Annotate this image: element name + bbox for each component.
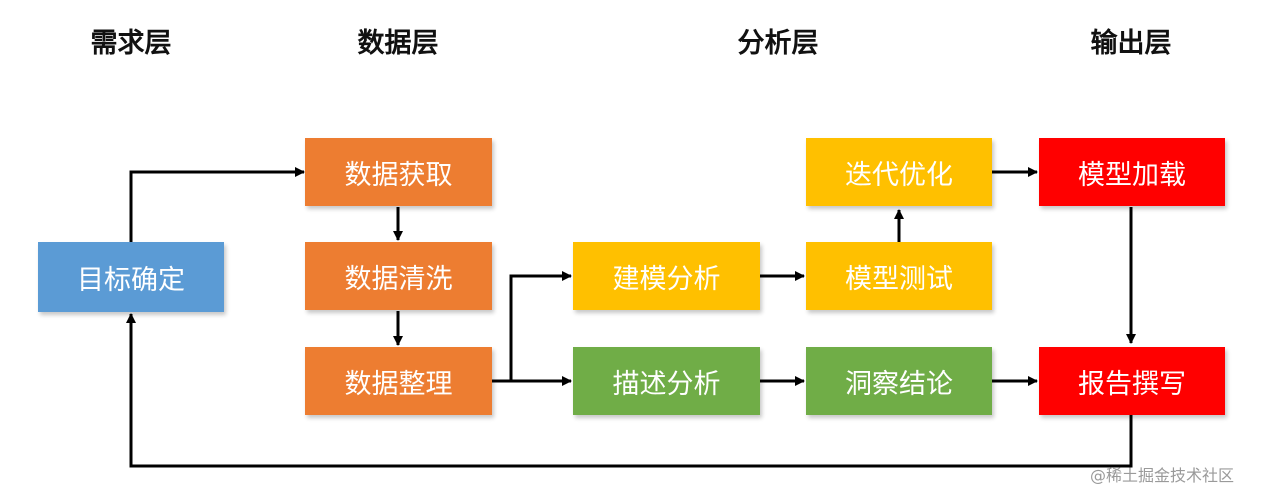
arrow-report-to-goal-loop: [126, 313, 1133, 468]
node-report-writing: 报告撰写: [1039, 347, 1225, 415]
layer-title-analysis: 分析层: [737, 28, 819, 59]
node-model-test: 模型测试: [806, 242, 992, 310]
node-iterate-optimize: 迭代优化: [806, 138, 992, 206]
layer-title-output: 输出层: [1090, 28, 1172, 59]
node-descriptive-analysis: 描述分析: [573, 347, 760, 415]
node-insight-conclusion: 洞察结论: [806, 347, 992, 415]
node-goal: 目标确定: [38, 242, 224, 312]
node-data-acquire: 数据获取: [305, 138, 492, 206]
arrow-organize-to-model-analysis: [509, 271, 572, 381]
node-data-organize: 数据整理: [305, 347, 492, 415]
node-model-analysis: 建模分析: [573, 242, 760, 310]
watermark: @稀土掘金技术社区: [1090, 466, 1235, 485]
node-model-load: 模型加载: [1039, 138, 1225, 206]
layer-title-demand: 需求层: [90, 28, 172, 59]
layer-title-data: 数据层: [357, 28, 439, 59]
node-data-clean: 数据清洗: [305, 242, 492, 310]
arrow-goal-to-acquire: [129, 167, 305, 242]
